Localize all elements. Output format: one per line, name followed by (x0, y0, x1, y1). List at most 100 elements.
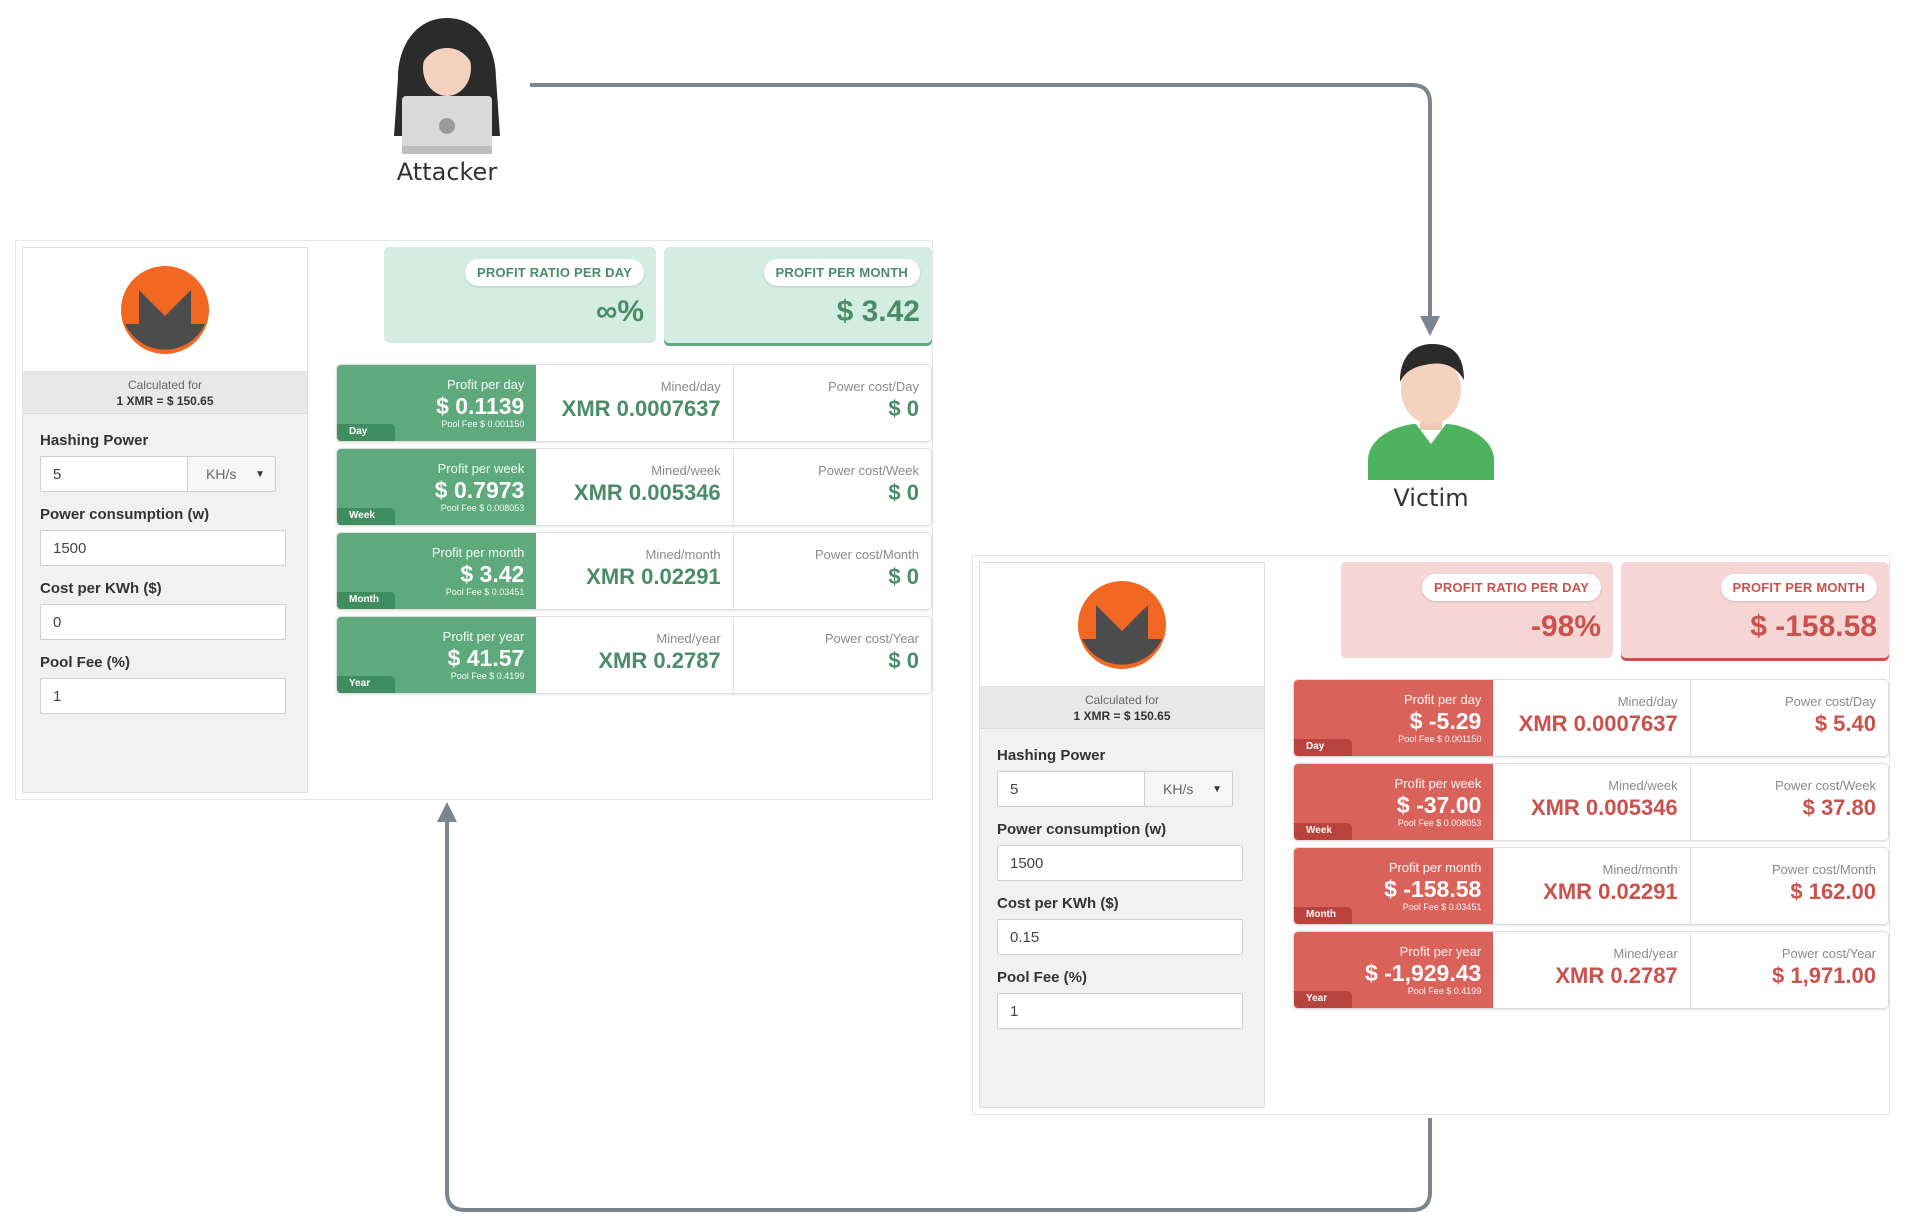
profit-cell: Profit per day $ -5.29 Pool Fee $ 0.0011… (1294, 680, 1494, 756)
pool-fee-value: Pool Fee $ 0.008053 (440, 503, 525, 513)
profit-cell: Profit per week $ 0.7973 Pool Fee $ 0.00… (337, 449, 537, 525)
power-consumption-label: Power consumption (w) (997, 821, 1167, 838)
profit-cell: Profit per week $ -37.00 Pool Fee $ 0.00… (1294, 764, 1494, 840)
power-cost-value: $ 162.00 (1790, 879, 1876, 904)
mined-label: Mined/day (660, 379, 721, 394)
profit-cell: Profit per year $ -1,929.43 Pool Fee $ 0… (1294, 932, 1494, 1008)
power-cost-cell: Power cost/Year $ 1,971.00 (1690, 932, 1888, 1008)
period-badge: Week (1294, 823, 1352, 840)
mined-value: XMR 0.02291 (1543, 879, 1678, 904)
cost-per-kwh-label: Cost per KWh ($) (40, 580, 162, 597)
pool-fee-input[interactable] (40, 678, 286, 714)
user-person-icon (1368, 344, 1494, 480)
power-cost-cell: Power cost/Week $ 37.80 (1690, 764, 1888, 840)
mined-cell: Mined/day XMR 0.0007637 (536, 365, 734, 441)
power-cost-label: Power cost/Week (818, 463, 919, 478)
hashing-unit-select[interactable]: KH/s ▼ (188, 456, 276, 492)
logo-area (23, 248, 307, 372)
mined-value: XMR 0.2787 (598, 648, 721, 673)
power-cost-label: Power cost/Year (824, 631, 919, 646)
mined-label: Mined/week (1608, 778, 1678, 793)
profit-month-label: PROFIT PER MONTH (763, 259, 920, 286)
hashing-power-input[interactable] (997, 771, 1145, 807)
profit-value: $ -1,929.43 (1364, 960, 1482, 986)
power-cost-cell: Power cost/Day $ 5.40 (1690, 680, 1888, 756)
result-row: Profit per month $ 3.42 Pool Fee $ 0.034… (336, 532, 932, 610)
period-badge: Day (337, 424, 395, 441)
mined-label: Mined/year (1613, 946, 1678, 961)
input-form: Hashing Power KH/s ▼ Power consumption (… (23, 414, 307, 726)
mined-label: Mined/day (1617, 694, 1678, 709)
pool-fee-value: Pool Fee $ 0.03451 (1402, 902, 1482, 912)
profit-ratio-label: PROFIT RATIO PER DAY (1422, 574, 1601, 601)
hashing-power-label: Hashing Power (40, 432, 149, 449)
pool-fee-value: Pool Fee $ 0.4199 (1407, 986, 1482, 996)
hashing-power-input[interactable] (40, 456, 188, 492)
pool-fee-value: Pool Fee $ 0.001150 (1398, 734, 1482, 744)
unit-value: KH/s (206, 466, 237, 482)
power-cost-value: $ 5.40 (1814, 711, 1876, 736)
result-row: Profit per day $ 0.1139 Pool Fee $ 0.001… (336, 364, 932, 442)
result-row: Profit per year $ 41.57 Pool Fee $ 0.419… (336, 616, 932, 694)
rate-value: 1 XMR = $ 150.65 (1073, 709, 1171, 723)
hooded-hacker-with-laptop-icon (394, 18, 500, 154)
result-row: Profit per day $ -5.29 Pool Fee $ 0.0011… (1293, 679, 1889, 757)
profit-cell: Profit per month $ 3.42 Pool Fee $ 0.034… (337, 533, 537, 609)
profit-ratio-card: PROFIT RATIO PER DAY ∞% (384, 247, 656, 343)
mined-value: XMR 0.0007637 (1518, 711, 1678, 736)
mined-cell: Mined/week XMR 0.005346 (1493, 764, 1691, 840)
mined-value: XMR 0.2787 (1555, 963, 1678, 988)
cost-per-kwh-input[interactable] (997, 919, 1243, 955)
results-table: Profit per day $ -5.29 Pool Fee $ 0.0011… (1293, 679, 1889, 1015)
period-badge: Month (1294, 907, 1352, 924)
profit-ratio-card: PROFIT RATIO PER DAY -98% (1341, 562, 1613, 658)
power-cost-value: $ 0 (888, 564, 919, 589)
result-row: Profit per year $ -1,929.43 Pool Fee $ 0… (1293, 931, 1889, 1009)
profit-value: $ -37.00 (1396, 792, 1482, 818)
hashing-unit-select[interactable]: KH/s ▼ (1145, 771, 1233, 807)
period-badge: Year (1294, 991, 1352, 1008)
mined-cell: Mined/day XMR 0.0007637 (1493, 680, 1691, 756)
chevron-down-icon: ▼ (1212, 783, 1222, 795)
result-row: Profit per week $ 0.7973 Pool Fee $ 0.00… (336, 448, 932, 526)
power-cost-value: $ 0 (888, 480, 919, 505)
power-consumption-input[interactable] (40, 530, 286, 566)
calculated-for-label: Calculated for (127, 378, 203, 392)
attacker-persona: Attacker (380, 14, 514, 186)
profit-ratio-value: ∞% (595, 295, 644, 328)
profit-value: $ -158.58 (1384, 876, 1482, 902)
power-cost-label: Power cost/Day (1784, 694, 1876, 709)
power-cost-cell: Power cost/Month $ 0 (733, 533, 931, 609)
pool-fee-value: Pool Fee $ 0.001150 (441, 419, 525, 429)
calculated-for-label: Calculated for (1084, 693, 1160, 707)
profit-month-label: PROFIT PER MONTH (1720, 574, 1877, 601)
profit-label: Profit per day (1404, 692, 1482, 707)
exchange-rate: Calculated for 1 XMR = $ 150.65 (23, 372, 307, 414)
profit-ratio-value: -98% (1530, 610, 1601, 643)
profit-label: Profit per day (447, 377, 525, 392)
mined-cell: Mined/week XMR 0.005346 (536, 449, 734, 525)
profit-value: $ -5.29 (1409, 708, 1482, 734)
pool-fee-input[interactable] (997, 993, 1243, 1029)
monero-logo-icon (1078, 580, 1166, 669)
result-row: Profit per week $ -37.00 Pool Fee $ 0.00… (1293, 763, 1889, 841)
result-row: Profit per month $ -158.58 Pool Fee $ 0.… (1293, 847, 1889, 925)
cost-per-kwh-input[interactable] (40, 604, 286, 640)
chevron-down-icon: ▼ (255, 468, 265, 480)
power-cost-cell: Power cost/Year $ 0 (733, 617, 931, 693)
profit-label: Profit per week (437, 461, 525, 476)
input-form: Hashing Power KH/s ▼ Power consumption (… (980, 729, 1264, 1041)
profit-ratio-label: PROFIT RATIO PER DAY (465, 259, 644, 286)
power-cost-value: $ 1,971.00 (1772, 963, 1876, 988)
pool-fee-value: Pool Fee $ 0.4199 (450, 671, 525, 681)
mined-label: Mined/month (645, 547, 721, 562)
unit-value: KH/s (1163, 781, 1194, 797)
results-table: Profit per day $ 0.1139 Pool Fee $ 0.001… (336, 364, 932, 700)
power-cost-label: Power cost/Month (1771, 862, 1876, 877)
profit-cell: Profit per month $ -158.58 Pool Fee $ 0.… (1294, 848, 1494, 924)
pool-fee-value: Pool Fee $ 0.03451 (445, 587, 525, 597)
profit-month-card: PROFIT PER MONTH $ -158.58 (1621, 562, 1889, 658)
power-consumption-input[interactable] (997, 845, 1243, 881)
victim-persona: Victim (1364, 340, 1498, 512)
attacker-label: Attacker (396, 158, 498, 186)
